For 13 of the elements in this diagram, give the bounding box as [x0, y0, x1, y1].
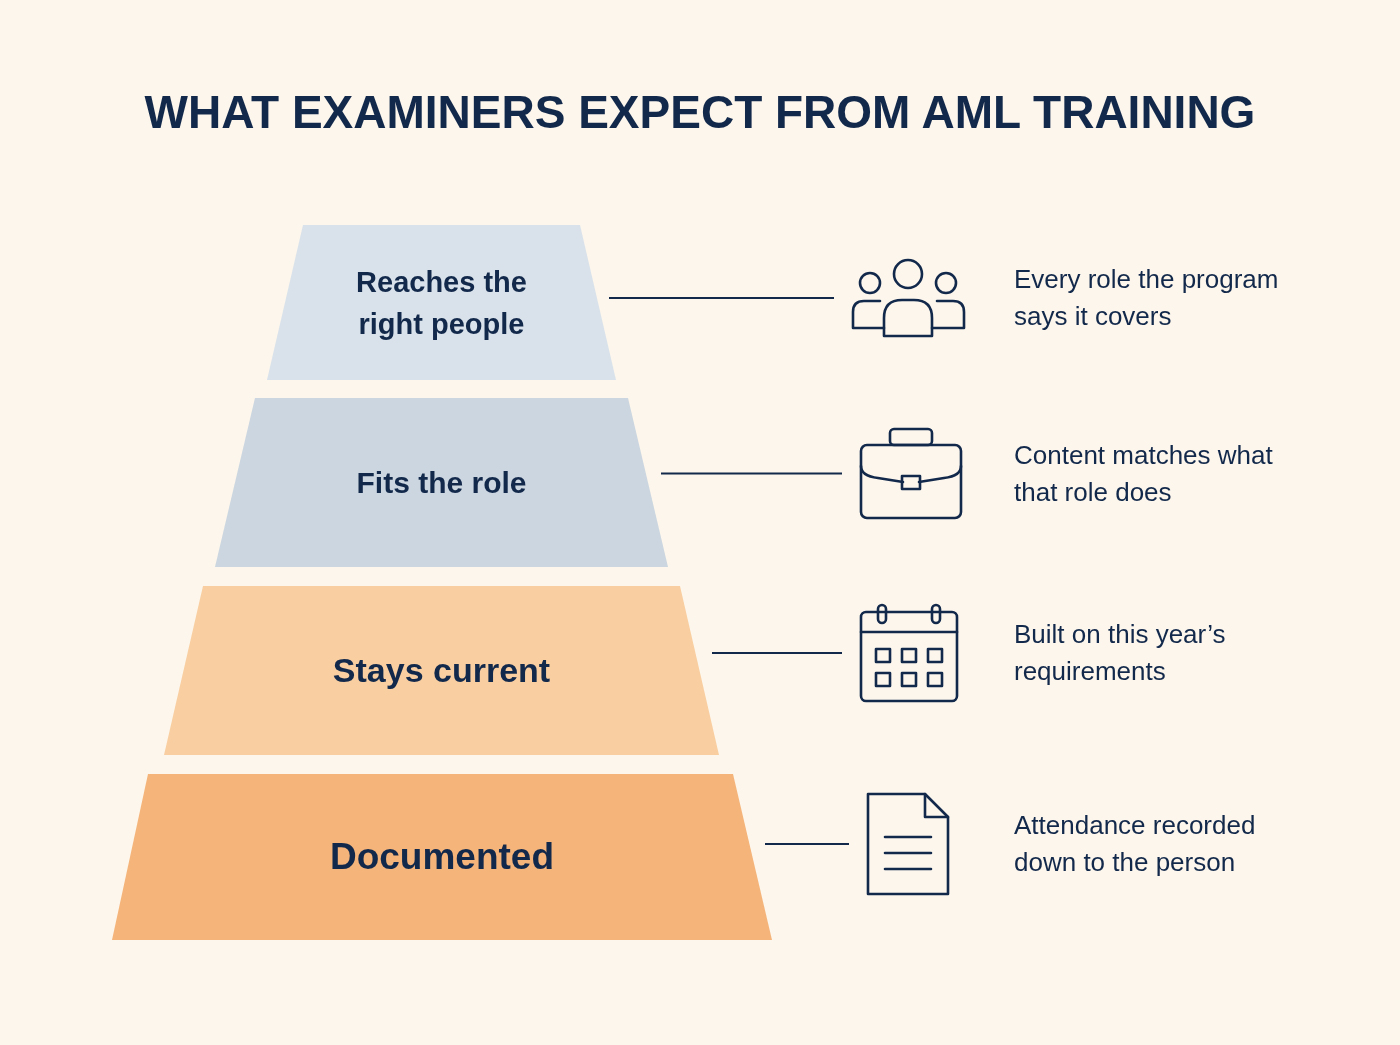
connector-line: [660, 472, 843, 475]
tier-label: Fits the role: [356, 465, 527, 501]
title: WHAT EXAMINERS EXPECT FROM AML TRAINING: [144, 86, 1256, 138]
description-text: Built on this year’s requirements: [1014, 618, 1227, 688]
tier-label: Stays current: [332, 650, 551, 691]
tier-label: Reaches the right people: [355, 264, 528, 342]
description-text: Content matches what that role does: [1014, 438, 1274, 509]
connector-line: [764, 843, 850, 845]
description-text: Attendance recorded down to the person: [1014, 809, 1257, 879]
connector-line: [608, 297, 835, 299]
description-text: Every role the program says it covers: [1014, 263, 1280, 333]
connector-line: [711, 652, 843, 654]
tier-label: Documented: [329, 835, 555, 880]
